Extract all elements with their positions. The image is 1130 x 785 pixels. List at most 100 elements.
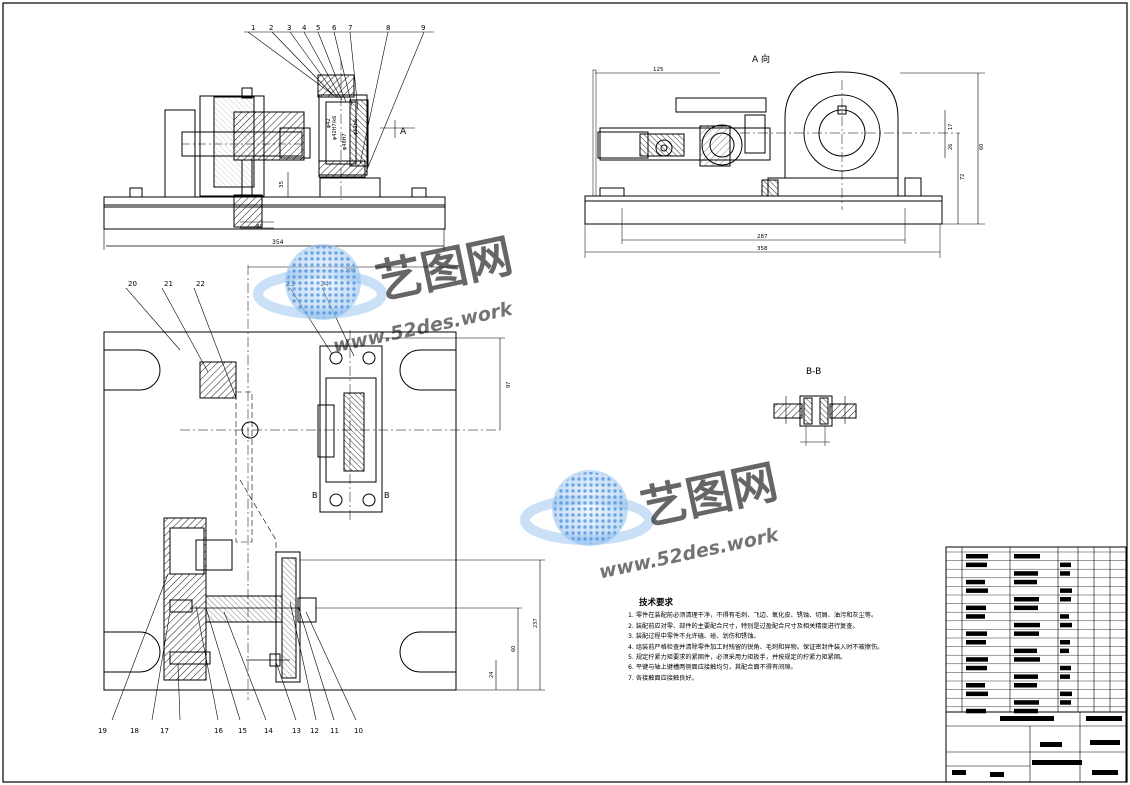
balloon-19: 19: [98, 727, 107, 735]
technical-requirements: 技术要求 1. 零件在装配前必须清理干净，不得有毛刺、飞边、氧化皮、锈蚀、切屑、…: [628, 598, 943, 684]
requirement-1: 1. 零件在装配前必须清理干净，不得有毛刺、飞边、氧化皮、锈蚀、切屑、油污和灰尘…: [628, 612, 878, 620]
requirement-2: 2. 装配前应对零、部件的主要配合尺寸，特别是过盈配合尺寸及相关精度进行复查。: [628, 622, 859, 630]
parts-list-redacted-cell: [966, 640, 986, 645]
balloon-9: 9: [421, 24, 425, 32]
dim-a-bottom-2: 358: [757, 246, 768, 252]
title-block-redacted-cell: [1000, 716, 1054, 721]
b-marker-left: B: [312, 491, 318, 500]
parts-list-redacted-cell: [1014, 579, 1037, 585]
fit-label-1: φ42H7/k6: [332, 116, 338, 140]
dim-plan-right: 97: [506, 382, 512, 388]
balloon-21: 21: [164, 280, 173, 288]
dim-plan-left-1: 237: [533, 618, 539, 628]
b-marker-right: B: [384, 491, 390, 500]
requirement-6: 6. 平键与轴上键槽两侧面应接触均匀，其配合面不得有间隙。: [628, 664, 797, 672]
parts-list-redacted-cell: [1060, 674, 1070, 679]
parts-list-redacted-cell: [1014, 571, 1038, 576]
parts-list: [945, 546, 1127, 783]
balloon-1: 1: [251, 24, 255, 32]
title-block-redacted-cell: [1040, 742, 1062, 747]
parts-list-redacted-cell: [1014, 648, 1037, 654]
balloon-11: 11: [330, 727, 339, 735]
title-block-redacted-cell: [1092, 770, 1118, 775]
dim-a-bottom-1: 287: [757, 234, 768, 240]
parts-list-redacted-cell: [966, 708, 986, 714]
balloon-leaders-plan: [111, 287, 357, 721]
balloon-4: 4: [302, 24, 307, 32]
balloon-20: 20: [128, 280, 137, 288]
title-block-redacted-cell: [990, 772, 1004, 777]
requirement-5: 5. 规定拧紧力矩要求的紧固件，必须采用力矩扳手，并按规定的拧紧力矩紧固。: [628, 654, 847, 662]
parts-list-redacted-cell: [1060, 622, 1072, 628]
parts-list-redacted-cell: [966, 562, 987, 568]
requirement-3: 3. 装配过程中零件不允许磕、碰、划伤和锈蚀。: [628, 633, 760, 641]
requirement-4: 4. 组装前严格检查并清除零件加工时残留的锐角、毛刺和异物。保证密封件装入时不被…: [628, 643, 884, 651]
dim-a-right-4: 60: [979, 144, 985, 150]
parts-list-redacted-cell: [1060, 700, 1071, 705]
parts-list-redacted-cell: [966, 579, 985, 585]
view-a: [584, 69, 985, 258]
dim-a-left: 125: [653, 67, 664, 73]
dim-a-right-3: 72: [960, 174, 966, 180]
dim-front-height: 35: [279, 181, 285, 188]
parts-list-redacted-cell: [966, 631, 987, 636]
watermark-brand-1: 艺图网: [371, 228, 517, 310]
fit-label-2: φ48H7: [342, 133, 348, 150]
parts-list-redacted-cell: [1060, 648, 1069, 654]
parts-list-redacted-cell: [966, 691, 988, 697]
balloon-3: 3: [287, 24, 291, 32]
parts-list-redacted-cell: [1060, 614, 1069, 619]
section-bb: [773, 395, 857, 446]
balloon-17: 17: [160, 727, 169, 735]
parts-list-redacted-cell: [1014, 622, 1040, 628]
dim-a-right-2: 26: [948, 144, 954, 150]
view-a-title: A 向: [752, 53, 770, 65]
dim-plan-left-3: 24: [489, 672, 495, 678]
dim-front-sub: 80: [256, 224, 263, 230]
balloon-22: 22: [196, 280, 205, 288]
watermark-2: [520, 470, 654, 546]
parts-list-redacted-cell: [966, 605, 986, 611]
parts-list-redacted-cell: [1060, 691, 1072, 697]
fit-label-4: φ52h6: [353, 119, 359, 135]
title-block-redacted-cell: [1090, 740, 1120, 745]
parts-list-redacted-cell: [966, 588, 988, 593]
parts-list-redacted-cell: [966, 665, 987, 671]
balloon-2: 2: [269, 24, 273, 32]
parts-list-redacted-cell: [1060, 665, 1071, 671]
title-block-redacted-cell: [1032, 760, 1082, 765]
balloon-5: 5: [316, 24, 320, 32]
requirement-7: 7. 各接触面应接触良好。: [628, 674, 698, 682]
parts-list-redacted-cell: [1014, 605, 1038, 611]
parts-list-redacted-cell: [1014, 700, 1039, 705]
parts-list-redacted-cell: [1014, 597, 1039, 602]
balloon-13: 13: [292, 727, 301, 735]
parts-list-redacted-cell: [1060, 562, 1071, 568]
parts-list-rows: [946, 551, 1126, 777]
balloon-10: 10: [354, 727, 363, 735]
plan-view: [103, 265, 545, 700]
parts-list-redacted-cell: [1060, 588, 1072, 593]
balloon-6: 6: [332, 24, 337, 32]
section-bb-title: B-B: [806, 367, 821, 377]
parts-list-redacted-cell: [1014, 674, 1038, 679]
parts-list-redacted-cell: [1060, 571, 1070, 576]
parts-list-redacted-cell: [966, 683, 985, 688]
parts-list-redacted-cell: [1060, 640, 1070, 645]
balloon-7: 7: [348, 24, 352, 32]
parts-list-redacted-cell: [1014, 657, 1040, 662]
parts-list-redacted-cell: [1014, 631, 1039, 636]
parts-list-redacted-cell: [1014, 554, 1040, 559]
watermark-1: [253, 244, 387, 320]
fit-label-3: φ42: [326, 118, 332, 128]
parts-list-redacted-cell: [966, 554, 988, 559]
title-block-redacted-cell: [1086, 716, 1122, 721]
section-arrow-label: A: [400, 127, 407, 137]
parts-list-redacted-cell: [1060, 597, 1071, 602]
dim-front-width: 354: [272, 239, 284, 246]
dim-a-right-1: 17: [948, 124, 954, 130]
parts-list-redacted-cell: [1014, 683, 1037, 688]
title-block-redacted-cell: [952, 770, 966, 775]
